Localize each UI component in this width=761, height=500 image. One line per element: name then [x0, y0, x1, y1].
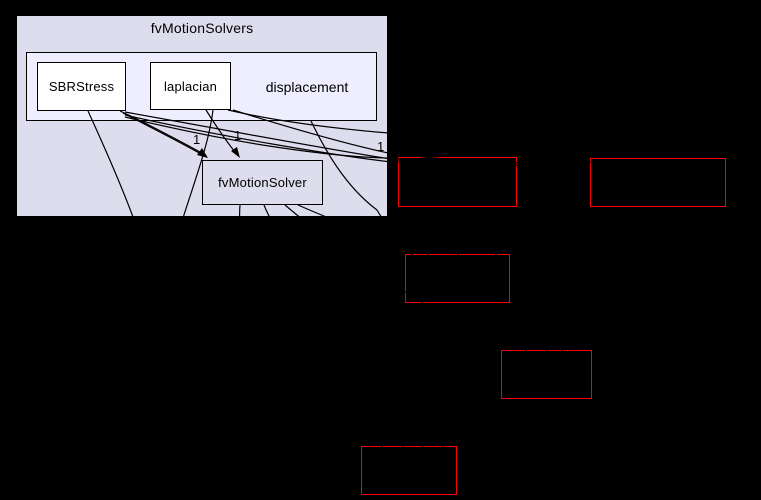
- external-node-3[interactable]: [405, 254, 510, 303]
- edge: [485, 206, 496, 250]
- external-node-5[interactable]: [361, 446, 457, 495]
- external-node-2[interactable]: [590, 158, 726, 207]
- edge-label-3: 1: [377, 139, 385, 154]
- cluster-title-fvmotionsolvers[interactable]: fvMotionSolvers: [150, 20, 254, 36]
- edge-label-2: 1: [234, 128, 242, 143]
- cluster-label-displacement: displacement: [265, 79, 349, 95]
- node-sbrstress[interactable]: SBRStress: [37, 62, 126, 111]
- external-node-1[interactable]: [398, 157, 517, 207]
- edge: [239, 204, 379, 443]
- node-fvmotionsolver[interactable]: fvMotionSolver: [202, 160, 323, 205]
- edge: [571, 206, 646, 347]
- edge-label-1: 1: [193, 132, 201, 147]
- edge: [563, 206, 611, 345]
- edge: [413, 206, 436, 251]
- node-laplacian[interactable]: laplacian: [150, 62, 231, 110]
- external-node-4[interactable]: [501, 350, 592, 399]
